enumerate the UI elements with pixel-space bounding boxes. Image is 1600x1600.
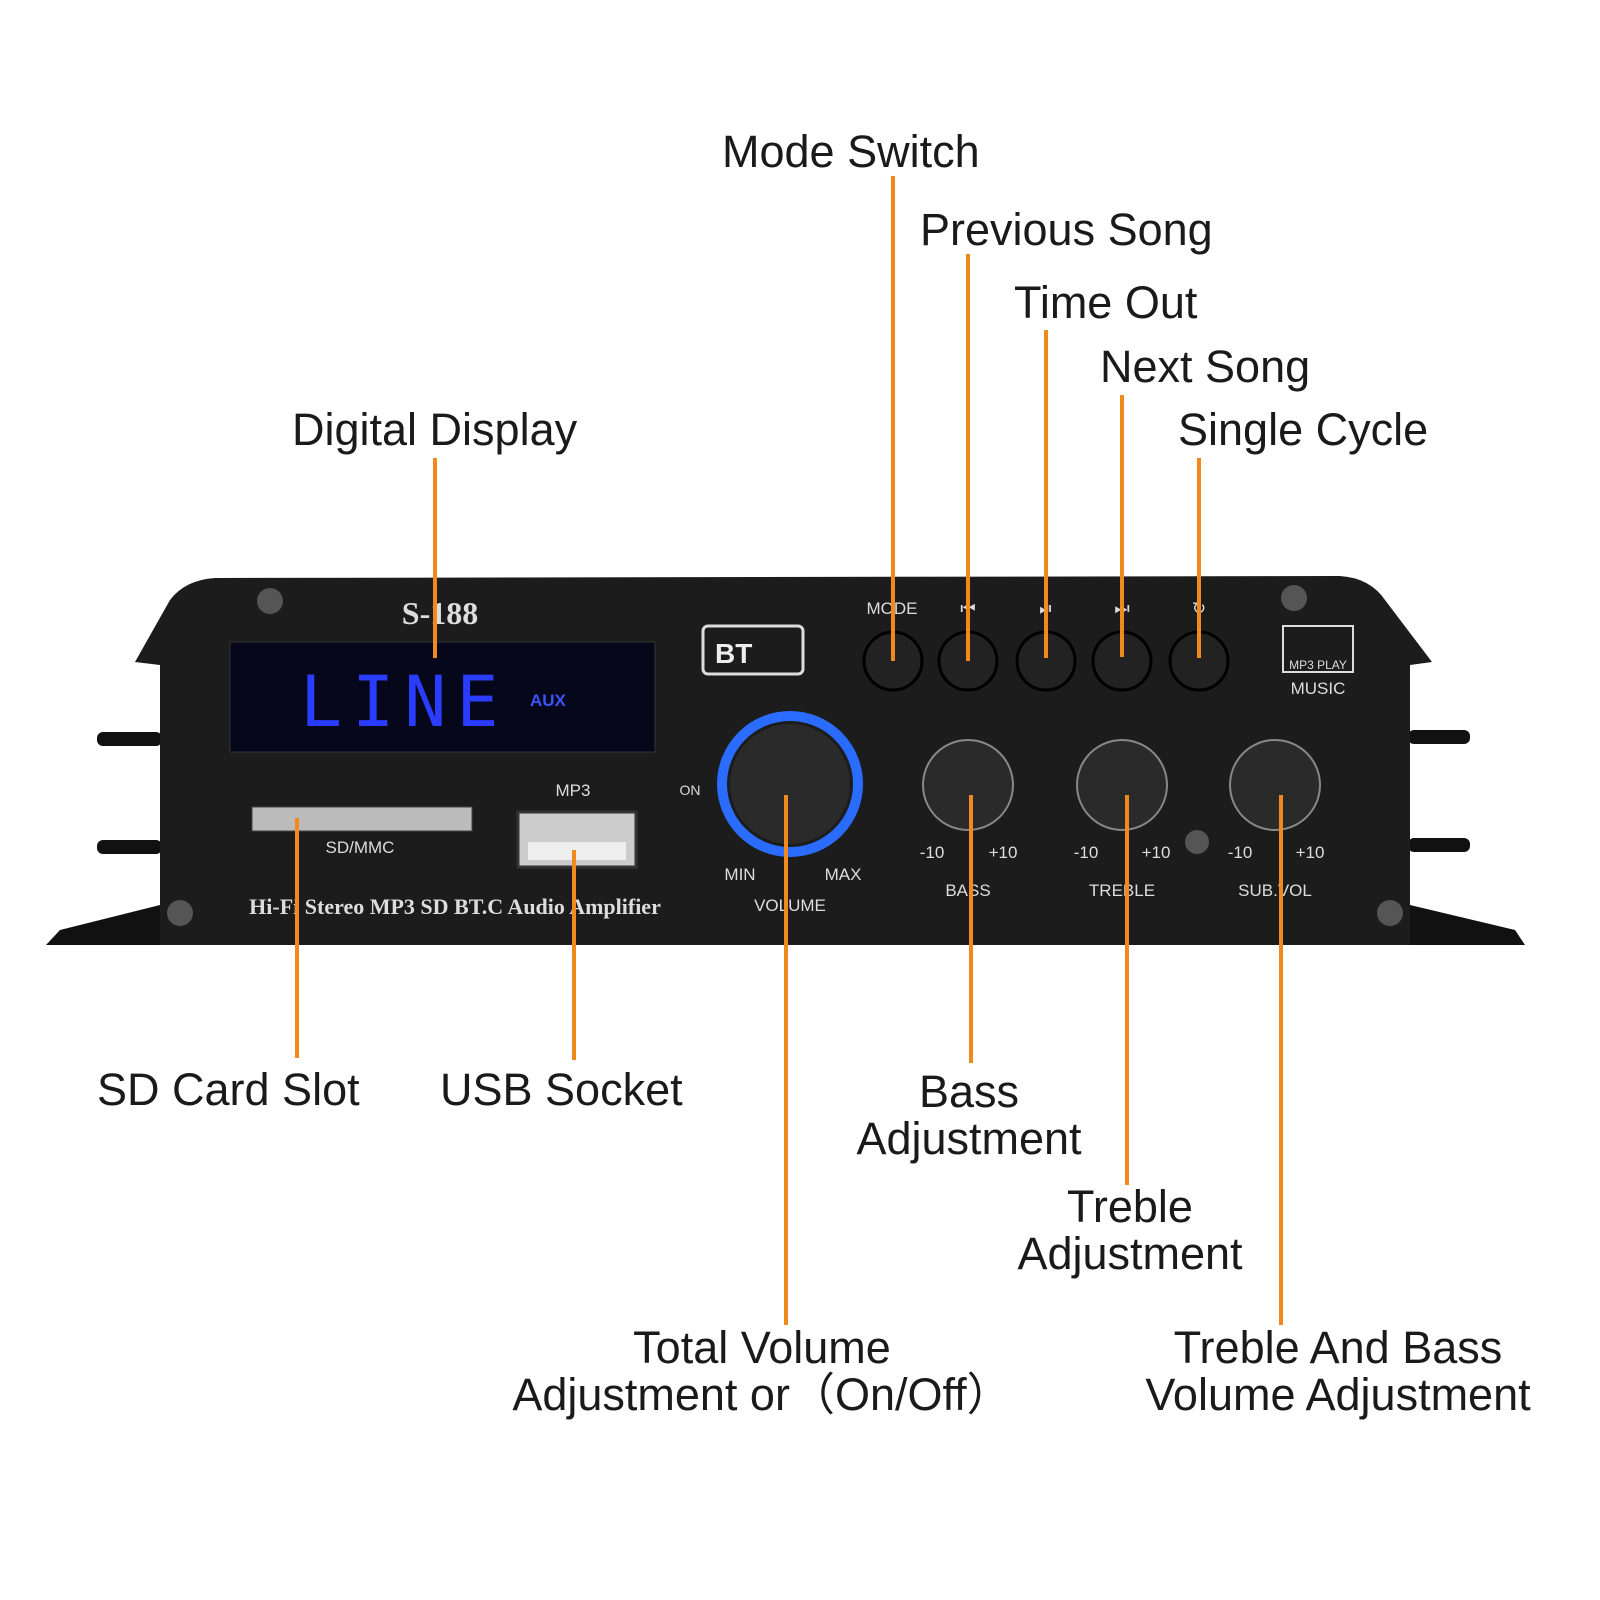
callout-previous-song: Previous Song [920,204,1213,255]
mp3-logo-text: MP3 PLAY [1289,658,1347,672]
treble-max: +10 [1142,843,1171,862]
treble-knob[interactable] [1076,739,1168,831]
mp3-logo [1282,625,1354,673]
leader-line [1044,330,1048,658]
subvol-callout-line1: Treble And Bass [1173,1322,1503,1373]
treble-callout-line2: Adjustment [1017,1228,1243,1279]
on-label: ON [680,782,701,798]
volume-callout-line2: Adjustment or（On/Off） [512,1369,1012,1420]
leader-line [1279,795,1283,1325]
music-label: MUSIC [1291,679,1346,698]
subvol-label: SUB.VOL [1238,881,1312,900]
bass-knob[interactable] [922,739,1014,831]
sd-label: SD/MMC [326,838,395,857]
treble-min: -10 [1074,843,1099,862]
callout-time-out: Time Out [1014,277,1198,328]
display-text: LINE [300,661,509,743]
model-label: S-188 [402,595,478,631]
callout-next-song: Next Song [1100,341,1311,392]
volume-callout-line1: Total Volume [633,1322,891,1373]
subvol-callout-line2: Volume Adjustment [1145,1369,1531,1420]
subvol-min: -10 [1228,843,1253,862]
leader-line [966,254,970,661]
screws [167,585,1403,926]
tagline: Hi-Fi Stereo MP3 SD BT.C Audio Amplifier [249,894,661,919]
leader-line [784,795,788,1325]
leader-line [1197,458,1201,658]
leader-line [433,458,437,658]
bass-min: -10 [920,843,945,862]
leader-line [1120,395,1124,657]
subvol-knob[interactable] [1229,739,1321,831]
bt-label: BT [715,638,752,669]
bass-max: +10 [989,843,1018,862]
display-aux: AUX [530,691,567,710]
leader-line [891,176,895,661]
usb-tongue [528,842,626,860]
leader-line [969,795,973,1063]
bass-callout-line2: Adjustment [856,1113,1082,1164]
callout-usb-socket: USB Socket [440,1064,683,1115]
digital-display [229,641,656,753]
callout-sd-card-slot: SD Card Slot [97,1064,360,1115]
mp3-label: MP3 [556,781,591,800]
leader-line [295,818,299,1058]
subvol-max: +10 [1296,843,1325,862]
bass-callout-line1: Bass [918,1066,1020,1117]
treble-label: TREBLE [1089,881,1155,900]
volume-ring [717,711,863,857]
mount-brackets [46,730,1525,945]
volume-knob[interactable] [730,724,850,844]
min-label: MIN [724,865,755,884]
bass-label: BASS [945,881,990,900]
sub-led [1185,830,1209,854]
volume-label: VOLUME [754,896,826,915]
bt-logo [701,624,805,676]
max-label: MAX [825,865,862,884]
callout-single-cycle: Single Cycle [1178,404,1429,455]
sd-slot [251,806,473,832]
treble-callout-line1: Treble [1067,1181,1193,1232]
leader-line [1125,795,1129,1185]
callout-mode-switch: Mode Switch [722,126,980,177]
callout-digital-display: Digital Display [292,404,578,455]
leader-line [572,850,576,1060]
